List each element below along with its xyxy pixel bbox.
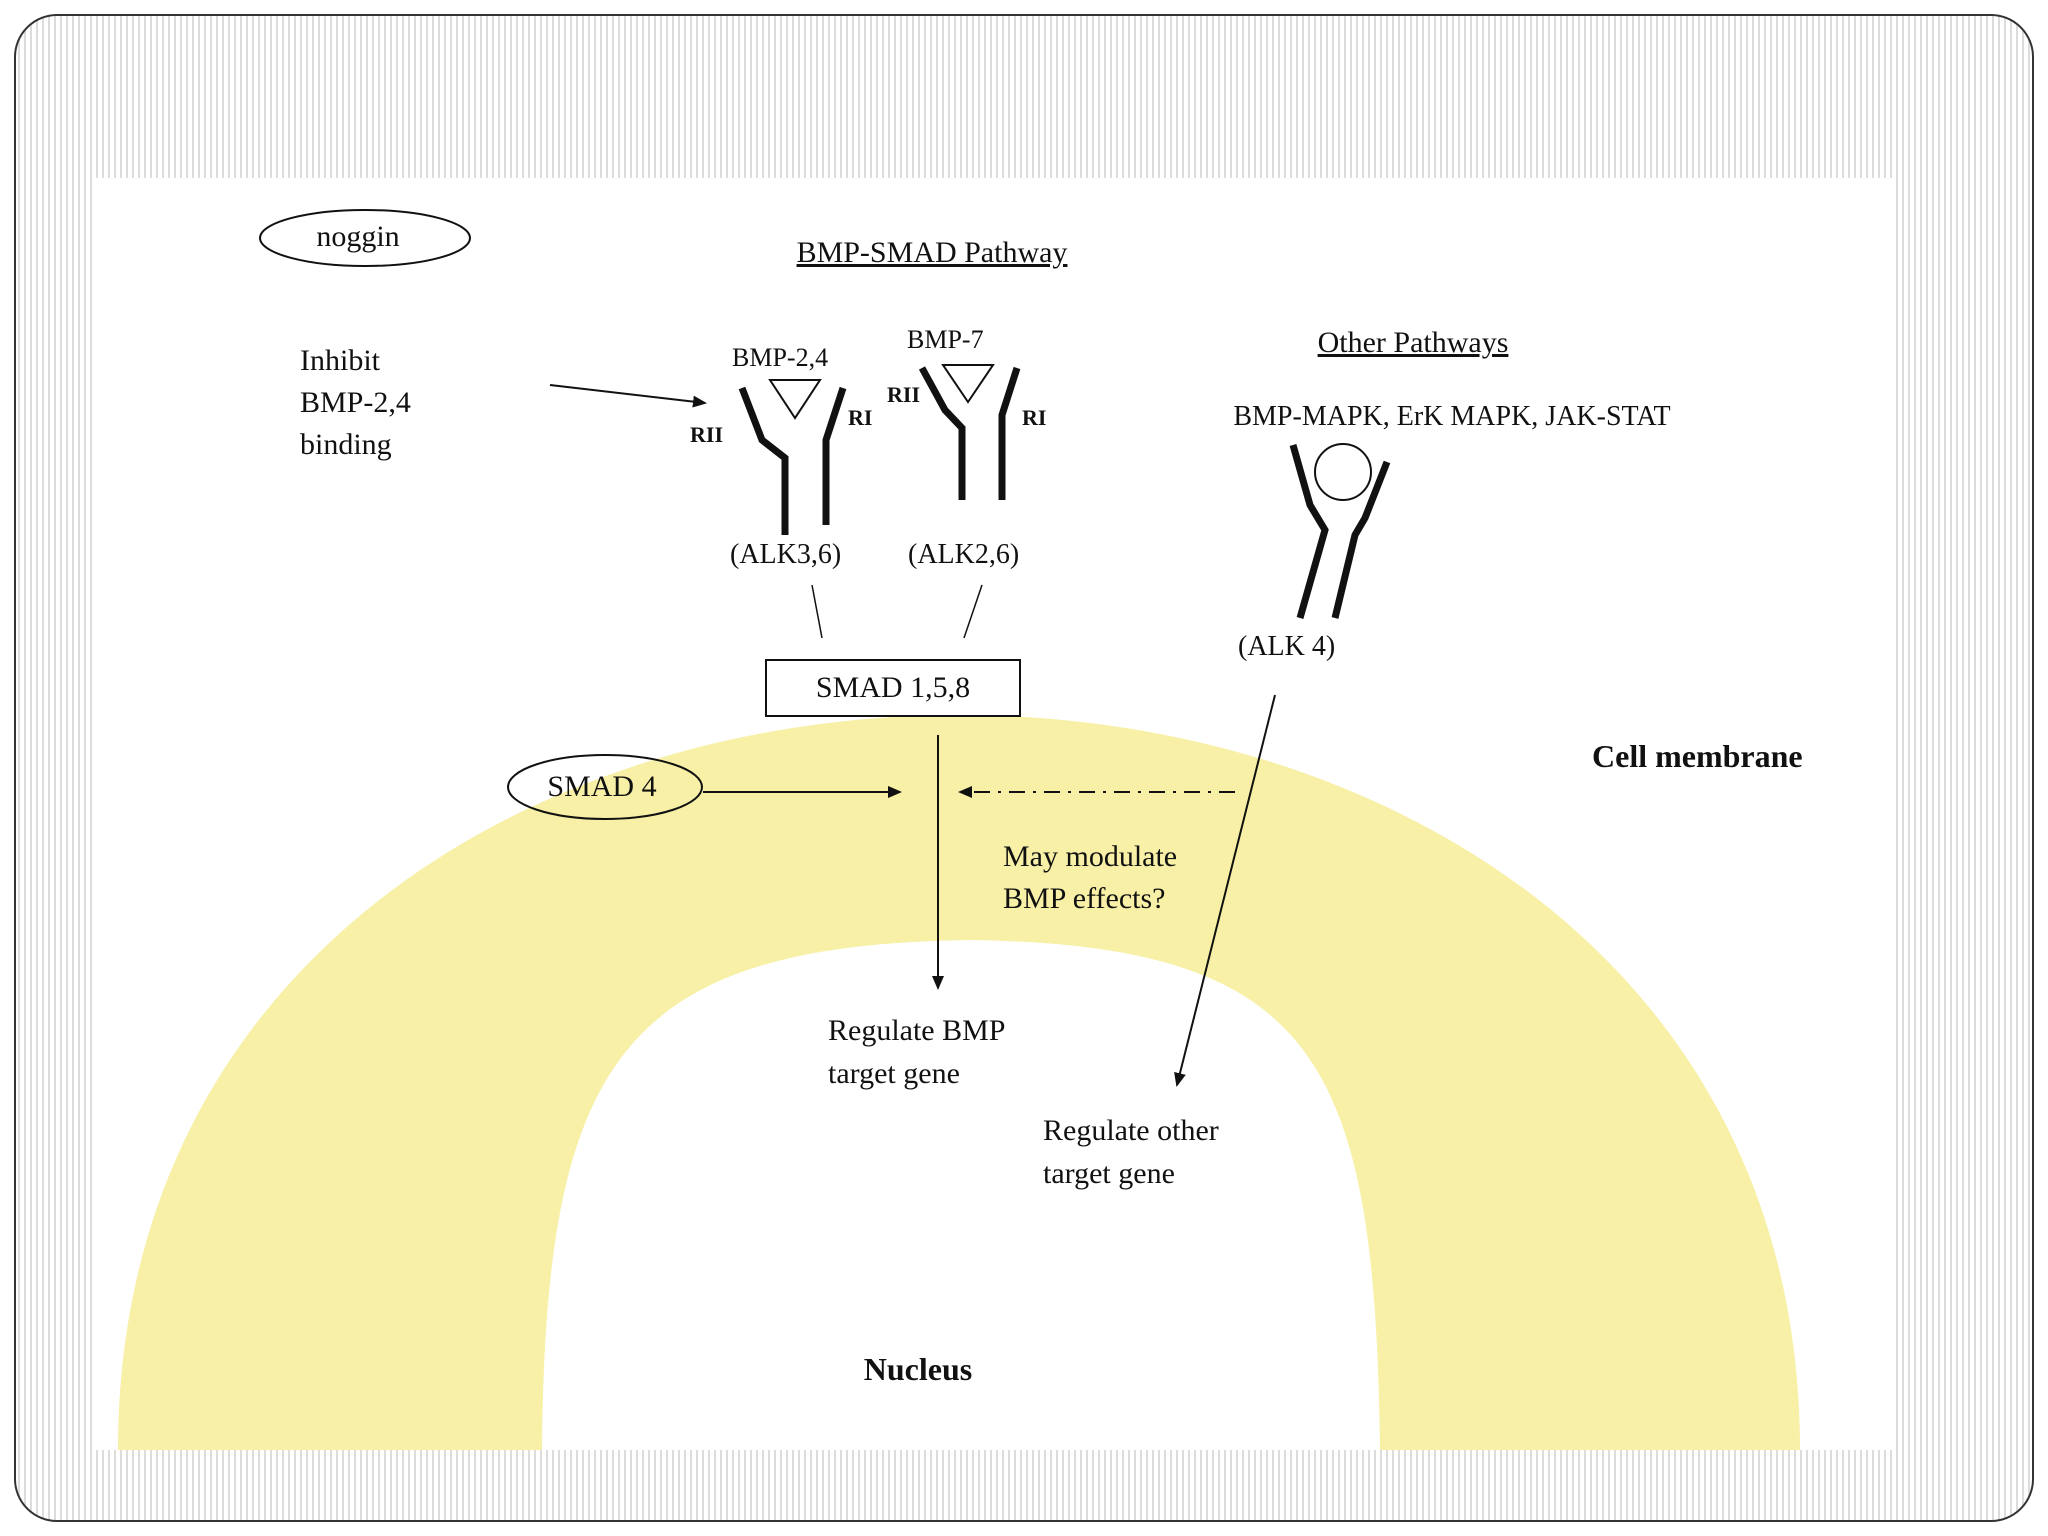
alk-right: (ALK 4): [1238, 631, 1335, 662]
smad4-label: SMAD 4: [547, 770, 656, 803]
alk-left: (ALK3,6): [730, 539, 841, 570]
other-pathways-list: BMP-MAPK, ErK MAPK, JAK-STAT: [1233, 401, 1670, 432]
cell-membrane-label: Cell membrane: [1592, 738, 1803, 774]
other-ligand-circle: [1314, 443, 1372, 501]
regulate-other-line-2: target gene: [1043, 1157, 1175, 1190]
label-left-rii: RII: [690, 422, 723, 447]
regulate-bmp-line-1: Regulate BMP: [828, 1014, 1006, 1047]
label-left-ri: RI: [848, 405, 872, 430]
regulate-bmp-line-2: target gene: [828, 1057, 960, 1090]
ligand-bmp-2-4: BMP-2,4: [732, 343, 828, 372]
noggin-label: noggin: [316, 220, 399, 253]
label-middle-rii: RII: [887, 382, 920, 407]
inhibit-line-1: Inhibit: [300, 344, 381, 377]
receptor-middle-rii: [918, 366, 966, 500]
inhibit-line-2: BMP-2,4: [300, 386, 411, 419]
noggin-ellipse: [259, 209, 471, 267]
other-pathways-title: Other Pathways: [1318, 326, 1509, 359]
ligand-bmp-7: BMP-7: [907, 325, 984, 354]
label-middle-ri: RI: [1022, 405, 1046, 430]
smad-1-5-8-label: SMAD 1,5,8: [816, 671, 970, 704]
ligand-middle-triangle: [941, 364, 995, 404]
alk-middle: (ALK2,6): [908, 539, 1019, 570]
modulate-line-2: BMP effects?: [1003, 882, 1165, 915]
smad-1-5-8-box: [765, 659, 1021, 717]
receptor-right-left-arm: [1289, 444, 1329, 619]
modulate-line-1: May modulate: [1003, 840, 1177, 873]
receptor-middle-ri: [998, 366, 1021, 500]
bmp-smad-title: BMP-SMAD Pathway: [797, 236, 1068, 269]
nucleus-label: Nucleus: [864, 1351, 972, 1387]
inhibit-line-3: binding: [300, 428, 392, 461]
connector-alk-left-smad: [811, 584, 823, 639]
inhibit-arrow: [549, 384, 707, 408]
receptor-left-rii: [738, 386, 789, 535]
nucleus-region: [542, 940, 1380, 1450]
alk4-to-gene-arrow: [1174, 694, 1276, 1087]
ligand-left-triangle: [768, 379, 822, 420]
receptor-left-ri: [822, 386, 847, 525]
connector-alk-middle-smad: [963, 584, 983, 639]
smad4-ellipse: [507, 754, 703, 820]
receptor-right-right-arm: [1331, 460, 1391, 619]
regulate-other-line-1: Regulate other: [1043, 1114, 1219, 1147]
